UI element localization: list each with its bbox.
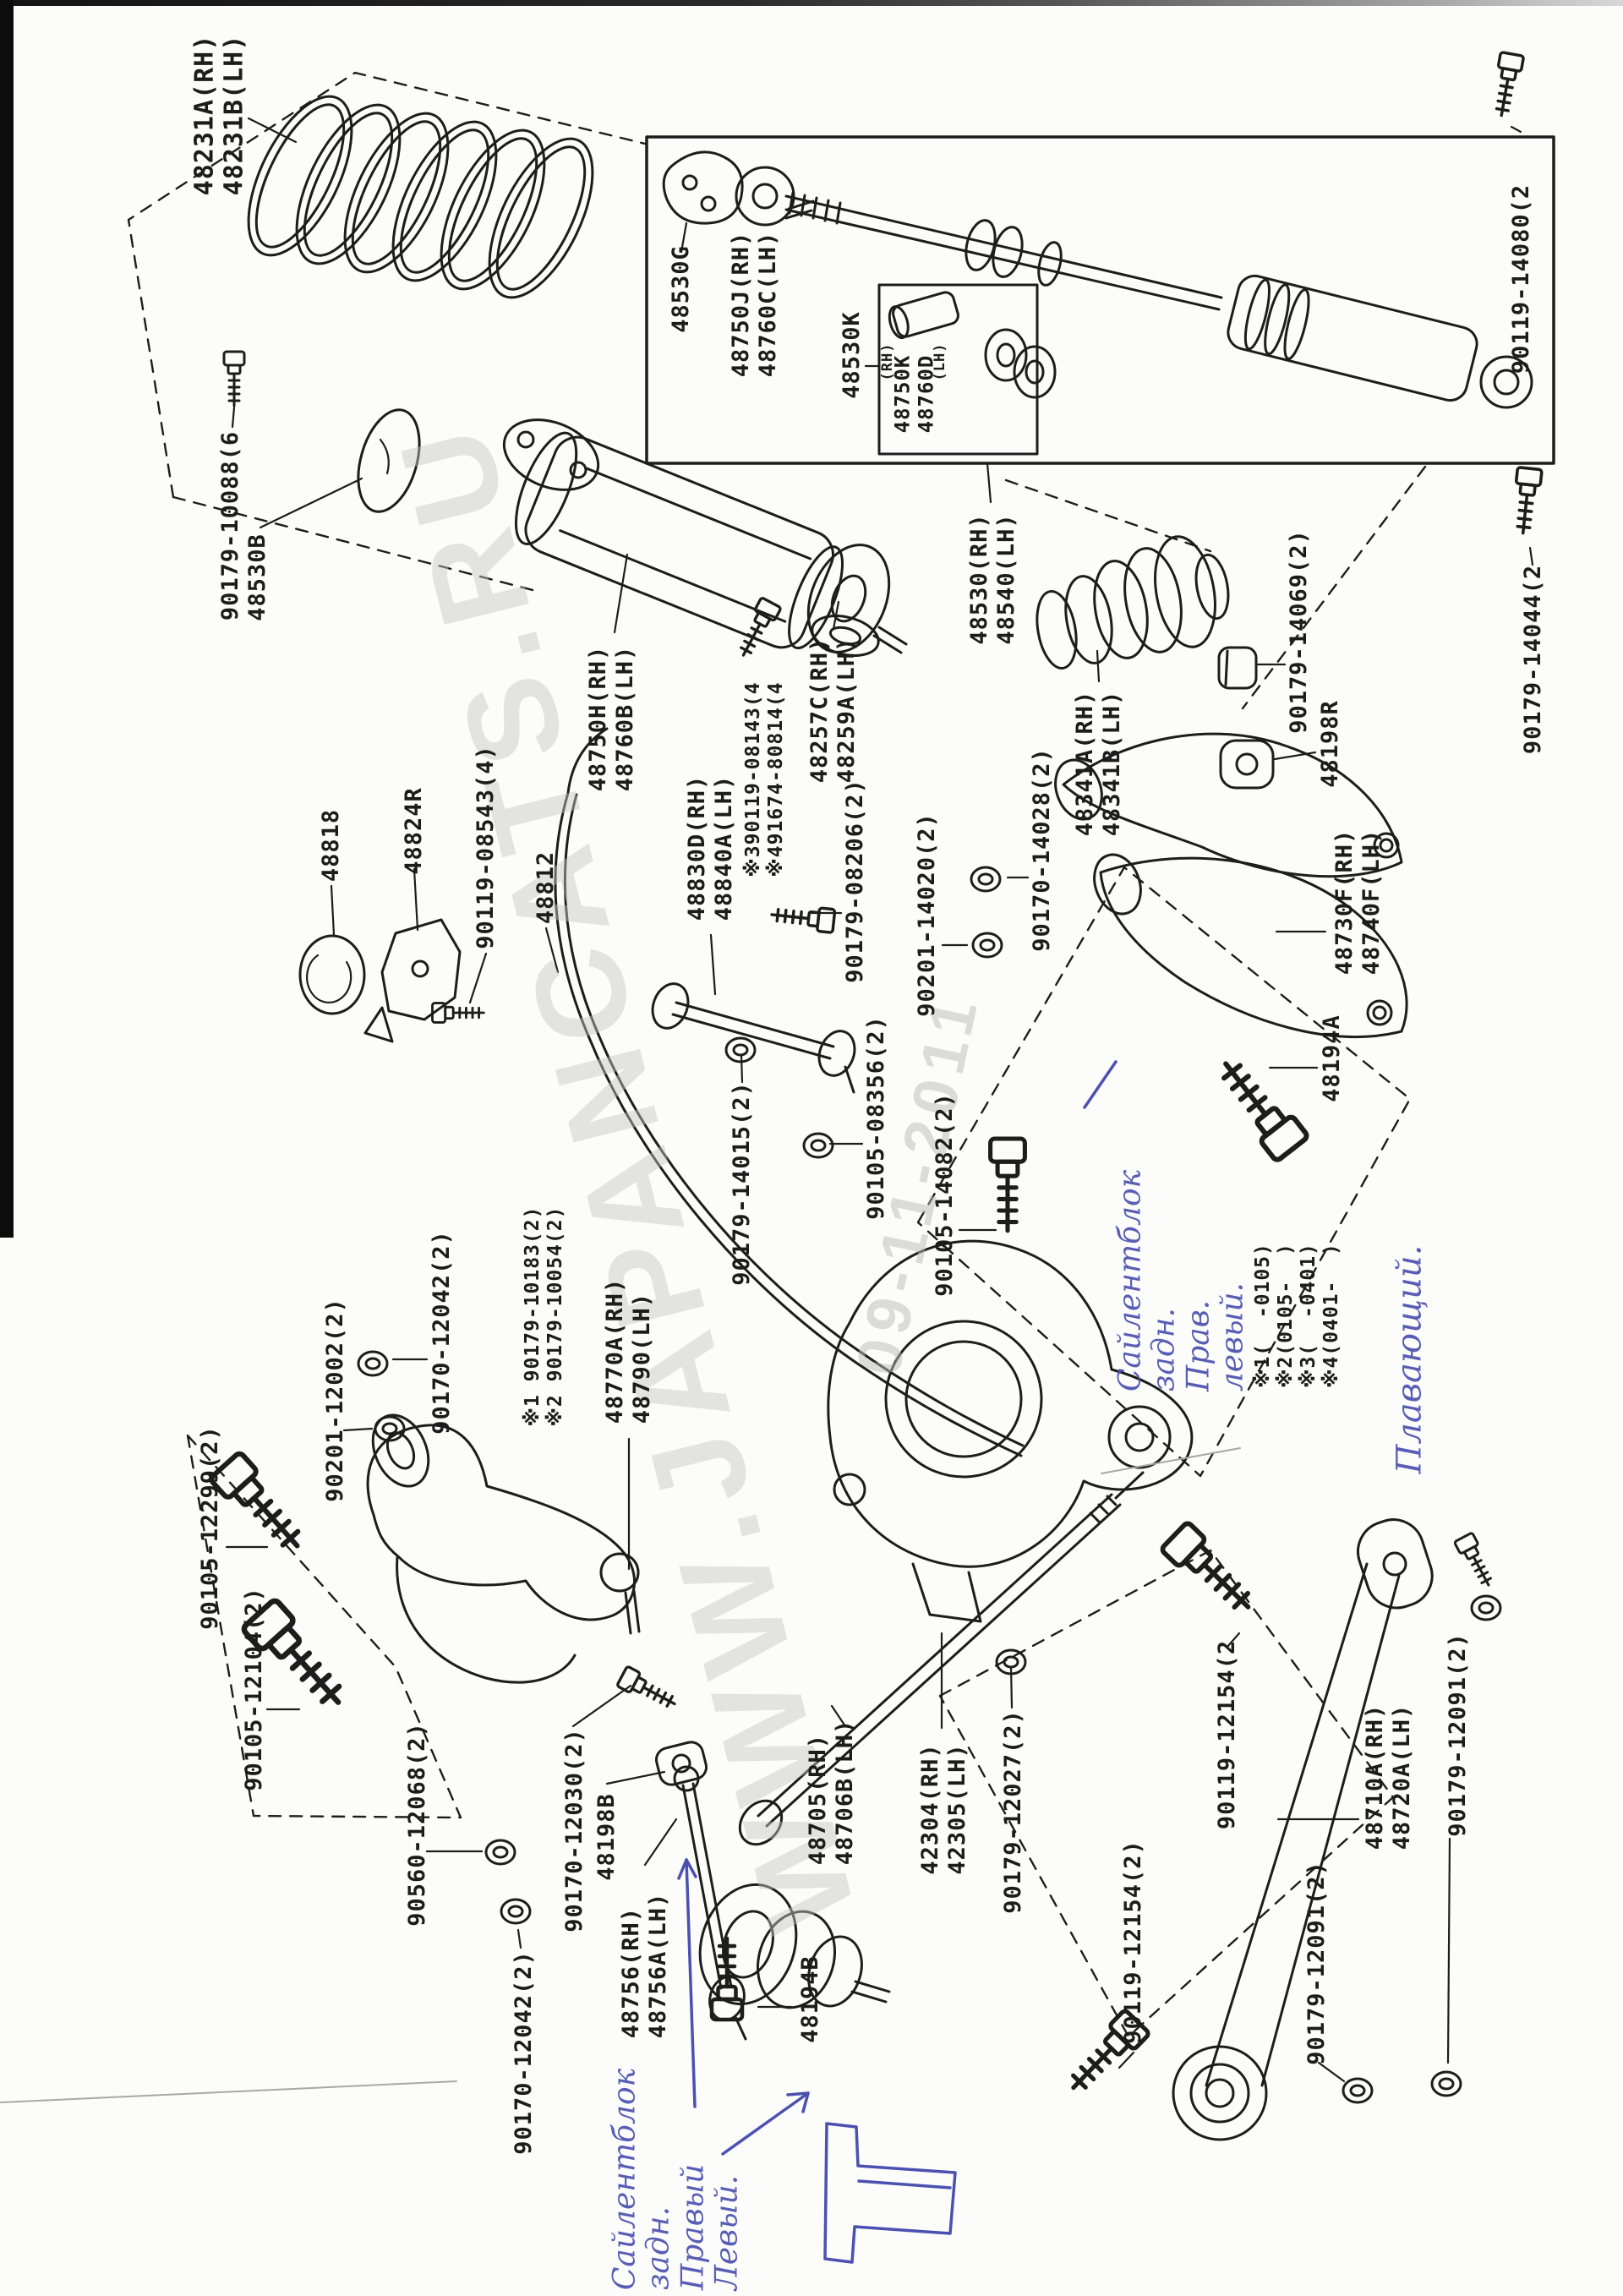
handwritten-flourish xyxy=(1083,1060,1118,1109)
dashed-guides xyxy=(127,71,1427,2038)
handwritten-t-mark xyxy=(823,2122,957,2264)
stabilizer-bar-art xyxy=(298,727,1025,1457)
boot-art xyxy=(1036,535,1230,683)
scan-edge-artifact-top xyxy=(0,0,1623,6)
lateral-rod-art xyxy=(615,1471,1145,2041)
coil-spring-art xyxy=(247,95,594,299)
leader-lines xyxy=(0,876,1451,2103)
upper-control-arms-art xyxy=(1054,465,1544,1162)
handwritten-arrow-up xyxy=(677,1858,697,2108)
scan-edge-artifact-left xyxy=(0,0,14,1238)
shock-absorber-box-art xyxy=(645,50,1555,504)
knuckle-art xyxy=(827,1239,1194,1730)
strut-art xyxy=(222,350,908,662)
handwritten-arrow-diagonal xyxy=(721,2091,810,2156)
track-bar-art xyxy=(1061,1518,1500,2141)
